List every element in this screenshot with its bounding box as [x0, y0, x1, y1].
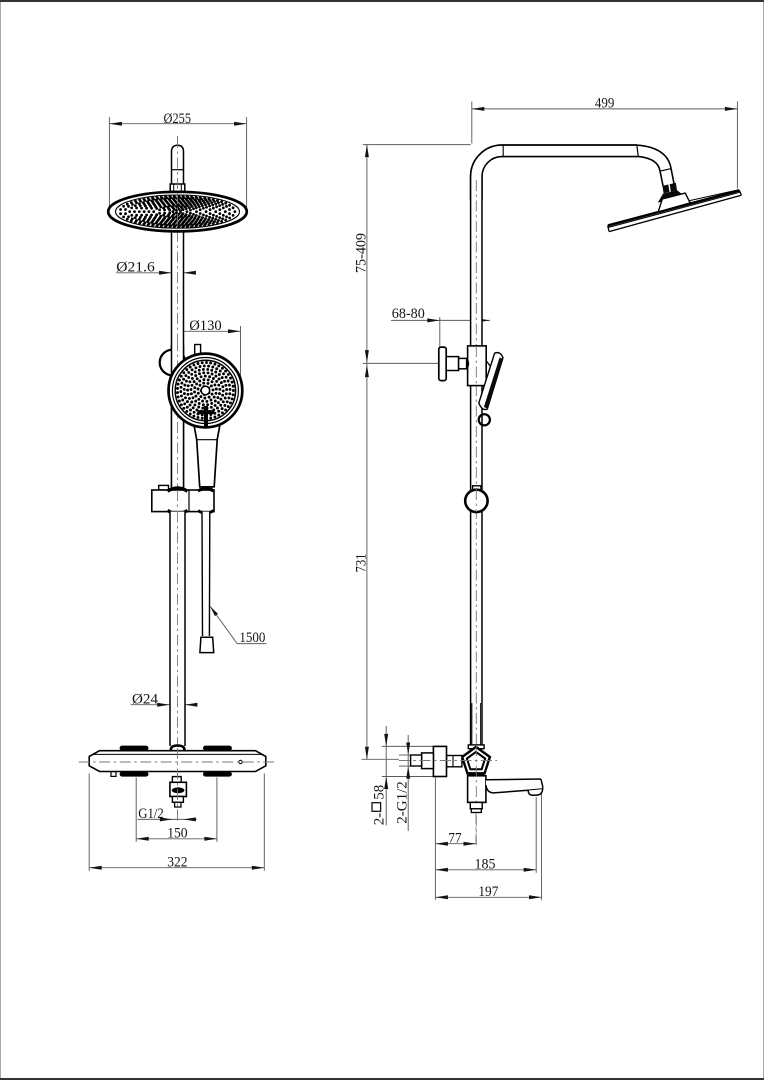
svg-text:1500: 1500: [239, 630, 265, 646]
svg-text:68-80: 68-80: [392, 306, 425, 322]
svg-text:185: 185: [475, 856, 496, 872]
svg-text:322: 322: [167, 854, 187, 870]
svg-text:2-: 2-: [372, 813, 388, 826]
svg-text:Ø24: Ø24: [132, 691, 158, 707]
svg-text:499: 499: [595, 96, 615, 112]
svg-text:Ø21.6: Ø21.6: [116, 259, 155, 275]
svg-text:150: 150: [167, 825, 187, 841]
svg-text:75-409: 75-409: [354, 233, 370, 273]
svg-text:58: 58: [372, 785, 388, 800]
svg-text:Ø130: Ø130: [189, 318, 222, 334]
svg-text:Ø255: Ø255: [164, 111, 192, 127]
svg-text:2-G1/2: 2-G1/2: [394, 781, 410, 824]
svg-text:731: 731: [354, 554, 370, 573]
svg-text:G1/2: G1/2: [138, 806, 164, 822]
svg-text:77: 77: [448, 830, 462, 846]
svg-text:197: 197: [478, 884, 498, 900]
